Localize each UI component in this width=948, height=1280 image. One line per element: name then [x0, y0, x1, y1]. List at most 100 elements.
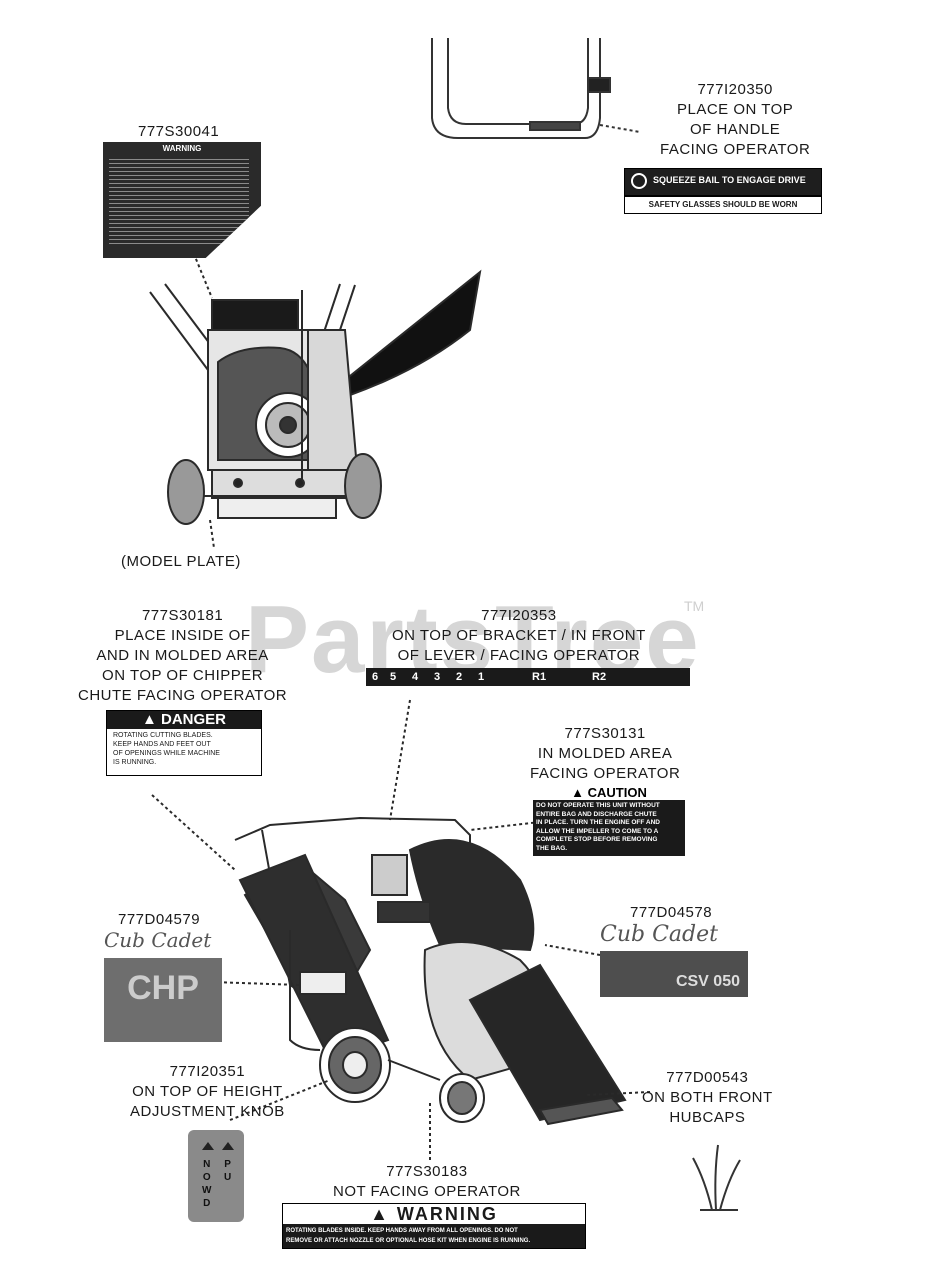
- placement-line: PLACE INSIDE OF: [114, 627, 251, 644]
- knob-up-text: P U: [224, 1158, 231, 1184]
- caution-title: ▲ CAUTION: [533, 786, 685, 800]
- part-777d00543-label: 777D00543 ON BOTH FRONT HUBCAPS: [642, 1068, 773, 1128]
- warning-large-title-text: WARNING: [396, 1204, 498, 1224]
- placement-line: FACING OPERATOR: [660, 141, 811, 158]
- arrow-up-icon: [222, 1142, 234, 1150]
- knob-letter: P: [224, 1159, 231, 1170]
- placement-line: HUBCAPS: [669, 1109, 746, 1126]
- part-number: 777I20351: [169, 1063, 246, 1080]
- brand-logo: Cub Cadet: [104, 928, 212, 952]
- brand-plate: CHP: [104, 958, 222, 1042]
- part-777s30041-label: 777S30041: [138, 122, 219, 142]
- danger-text: ROTATING CUTTING BLADES. KEEP HANDS AND …: [107, 729, 261, 769]
- part-777i20350-label: 777I20350 PLACE ON TOP OF HANDLE FACING …: [660, 80, 810, 160]
- watermark-tm: TM: [684, 598, 705, 614]
- placement-line: NOT FACING OPERATOR: [333, 1183, 521, 1200]
- lever-position: 5: [390, 671, 397, 683]
- arrow-up-icon: [202, 1142, 214, 1150]
- alert-triangle-icon: ▲: [141, 711, 157, 728]
- warning-decal-fine-print: [109, 156, 249, 246]
- caution-decal: ▲ CAUTION DO NOT OPERATE THIS UNIT WITHO…: [533, 786, 685, 856]
- squeeze-bail-decal: SQUEEZE BAIL TO ENGAGE DRIVE: [624, 168, 822, 196]
- lever-position: 3: [434, 671, 441, 683]
- part-number: 777S30041: [138, 123, 220, 140]
- part-777d04578-label: 777D04578: [630, 903, 712, 923]
- part-number: 777I20353: [481, 607, 557, 624]
- caution-line: ENTIRE BAG AND DISCHARGE CHUTE: [536, 810, 657, 818]
- knob-letter: U: [224, 1172, 232, 1183]
- vacuum-illustration: [151, 699, 651, 1160]
- bail-icon: [631, 173, 647, 189]
- placement-line: OF HANDLE: [689, 121, 781, 138]
- alert-triangle-icon: ▲: [571, 785, 585, 800]
- warning-large-line: REMOVE OR ATTACH NOZZLE OR OPTIONAL HOSE…: [286, 1238, 531, 1244]
- height-knob-decal: N O W D P U: [188, 1130, 244, 1222]
- handle-illustration: [431, 38, 641, 139]
- placement-line: ON BOTH FRONT: [642, 1089, 773, 1106]
- placement-line: ON TOP OF BRACKET / IN FRONT: [392, 627, 646, 644]
- part-number: 777D04578: [630, 904, 713, 921]
- part-777s30183-label: 777S30183 NOT FACING OPERATOR: [333, 1162, 521, 1202]
- lever-position: 1: [478, 671, 485, 683]
- squeeze-text: SQUEEZE BAIL TO ENGAGE DRIVE: [653, 175, 806, 185]
- knob-down-text: N O W D: [202, 1158, 211, 1210]
- warning-large-text: ROTATING BLADES INSIDE. KEEP HANDS AWAY …: [283, 1224, 585, 1248]
- placement-line: FACING OPERATOR: [530, 765, 681, 782]
- lever-position: R1: [532, 671, 547, 683]
- part-number: 777S30183: [386, 1163, 468, 1180]
- warning-large-title: ▲ WARNING: [283, 1204, 585, 1224]
- caution-line: ALLOW THE IMPELLER TO COME TO A: [536, 827, 659, 835]
- caution-line: THE BAG.: [536, 844, 568, 852]
- part-number: 777I20350: [697, 81, 773, 98]
- danger-title: ▲ DANGER: [107, 711, 261, 729]
- safety-glasses-decal: SAFETY GLASSES SHOULD BE WORN: [624, 196, 822, 214]
- lever-position-decal: 6 5 4 3 2 1 R1 R2: [366, 668, 690, 686]
- part-777i20353-label: 777I20353 ON TOP OF BRACKET / IN FRONT O…: [392, 606, 646, 666]
- part-number: 777D04579: [118, 911, 201, 928]
- part-777i20351-label: 777I20351 ON TOP OF HEIGHT ADJUSTMENT KN…: [130, 1062, 285, 1122]
- knob-letter: D: [203, 1198, 211, 1209]
- part-777s30131-label: 777S30131 IN MOLDED AREA FACING OPERATOR: [530, 724, 680, 784]
- lever-position: 6: [372, 671, 379, 683]
- warning-decal-large: ▲ WARNING ROTATING BLADES INSIDE. KEEP H…: [282, 1203, 586, 1249]
- knob-letter: W: [202, 1185, 212, 1196]
- warning-large-line: ROTATING BLADES INSIDE. KEEP HANDS AWAY …: [286, 1228, 518, 1234]
- model-plate-label: (MODEL PLATE): [121, 553, 241, 570]
- placement-line: OF LEVER / FACING OPERATOR: [397, 647, 641, 664]
- knob-letter: O: [202, 1172, 211, 1183]
- lever-position: 2: [456, 671, 463, 683]
- knob-letter: N: [203, 1159, 211, 1170]
- part-number: 777S30131: [564, 725, 646, 742]
- danger-line: KEEP HANDS AND FEET OUT: [113, 741, 211, 748]
- placement-line: ADJUSTMENT KNOB: [130, 1103, 285, 1120]
- danger-line: ROTATING CUTTING BLADES.: [113, 732, 213, 739]
- caution-text: DO NOT OPERATE THIS UNIT WITHOUT ENTIRE …: [533, 800, 685, 856]
- hubcap-emblem: [692, 1144, 741, 1211]
- part-number: 777S30181: [141, 607, 224, 624]
- lever-position: R2: [592, 671, 607, 683]
- part-777s30181-label: 777S30181 PLACE INSIDE OF AND IN MOLDED …: [78, 606, 287, 706]
- brand-decal-left: Cub Cadet CHP: [104, 928, 222, 1046]
- caution-line: DO NOT OPERATE THIS UNIT WITHOUT: [536, 802, 660, 809]
- brand-decal-right: Cub Cadet CSV 050: [600, 922, 748, 1002]
- placement-line: ON TOP OF CHIPPER: [102, 667, 264, 684]
- caution-line: IN PLACE. TURN THE ENGINE OFF AND: [536, 819, 660, 827]
- danger-line: OF OPENINGS WHILE MACHINE: [113, 750, 220, 757]
- brand-logo: Cub Cadet: [600, 922, 718, 947]
- brand-plate: CSV 050: [600, 951, 748, 997]
- placement-line: IN MOLDED AREA: [537, 745, 673, 762]
- lever-position: 4: [412, 671, 419, 683]
- danger-title-text: DANGER: [161, 711, 227, 728]
- part-777d04579-label: 777D04579: [118, 910, 200, 930]
- danger-line: IS RUNNING.: [113, 759, 157, 766]
- placement-line: CHUTE FACING OPERATOR: [78, 687, 288, 704]
- warning-decal-title: WARNING: [162, 144, 202, 153]
- warning-decal-small: WARNING: [103, 142, 261, 258]
- caution-title-text: CAUTION: [587, 785, 647, 800]
- placement-line: PLACE ON TOP: [676, 101, 794, 118]
- placement-line: AND IN MOLDED AREA: [96, 647, 269, 664]
- placement-line: ON TOP OF HEIGHT: [132, 1083, 283, 1100]
- alert-triangle-icon: ▲: [370, 1204, 390, 1224]
- caution-line: COMPLETE STOP BEFORE REMOVING: [536, 836, 658, 844]
